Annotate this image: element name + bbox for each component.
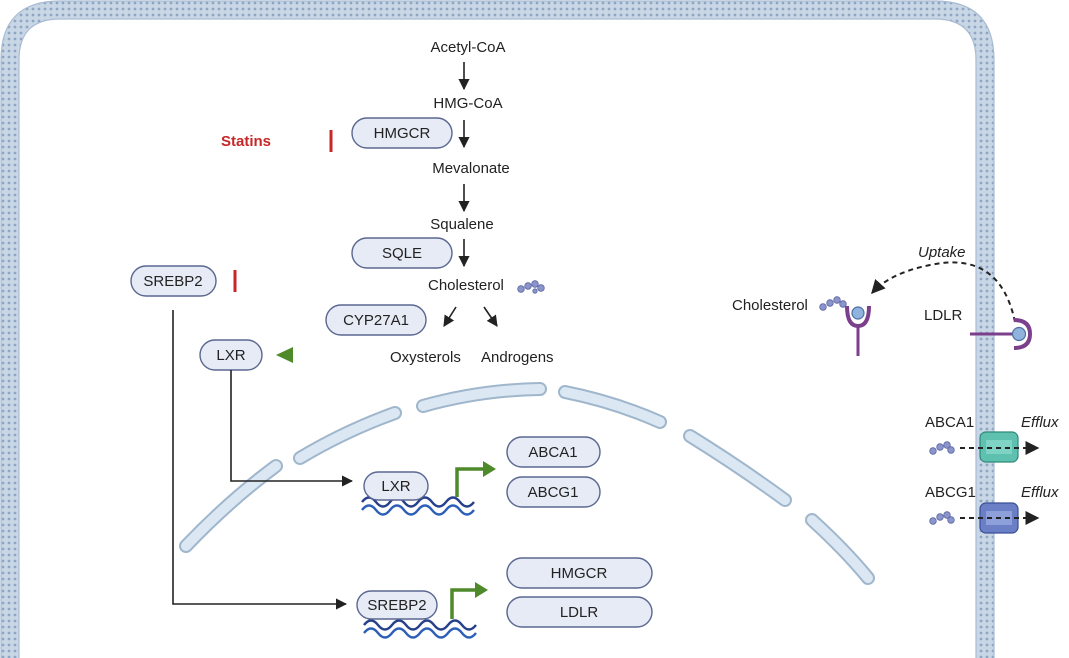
srebp2-nuclear-label: SREBP2 <box>367 597 426 614</box>
cholesterol-molecule-icon <box>517 280 545 294</box>
srebp2-nuclear-pill <box>356 590 438 620</box>
nuclear-envelope <box>179 382 875 585</box>
arrow-to-androgens <box>483 306 498 327</box>
lxr-dna-helix-icon <box>361 496 475 516</box>
srebp2-transcription-arrow <box>450 582 488 619</box>
lxr-nuclear-label: LXR <box>381 478 410 495</box>
efflux-1-label: Efflux <box>1021 414 1059 431</box>
statins-label: Statins <box>221 133 271 150</box>
uptake-label: Uptake <box>918 244 966 261</box>
ldlr-target-label: LDLR <box>560 604 599 621</box>
cholesterol-uptaken-label: Cholesterol <box>732 297 808 314</box>
ldlr-target-pill <box>506 596 653 628</box>
hmgcr-target-label: HMGCR <box>551 565 608 582</box>
ldlr-label: LDLR <box>924 307 963 324</box>
lxr-translocation-arrow <box>230 370 354 487</box>
oxysterols-activate-lxr <box>276 347 372 363</box>
membrane-ldlr-icon <box>970 318 1033 350</box>
abca1-cholesterol-molecule-icon <box>929 441 955 455</box>
uptake-arrow <box>871 261 1016 323</box>
arrow-to-oxysterols <box>443 306 457 327</box>
hmgcr-label: HMGCR <box>374 125 431 142</box>
oxysterols-label: Oxysterols <box>390 349 461 366</box>
sqle-pill <box>351 237 453 269</box>
pathway-arrows <box>443 62 498 327</box>
statins-inhibit-arrow <box>282 130 333 152</box>
srebp2-label: SREBP2 <box>143 273 202 290</box>
lxr-label: LXR <box>216 347 245 364</box>
sqle-label: SQLE <box>382 245 422 262</box>
srebp2-dna-helix-icon <box>363 619 477 639</box>
cholesterol-inhibits-srebp2 <box>233 270 410 292</box>
srebp2-translocation-arrow <box>172 310 348 610</box>
lxr-transcription-arrow <box>455 461 496 497</box>
hmgcr-pill <box>351 117 453 149</box>
hmgcr-target-pill <box>506 557 653 589</box>
abca1-label: ABCA1 <box>925 414 974 431</box>
abcg1-cholesterol-molecule-icon <box>929 511 955 525</box>
efflux-2-label: Efflux <box>1021 484 1059 501</box>
abca1-target-pill <box>506 436 601 468</box>
lxr-nuclear-pill <box>363 471 429 501</box>
androgens-label: Androgens <box>481 349 554 366</box>
cell-membrane <box>0 0 995 658</box>
abcg1-label: ABCG1 <box>925 484 976 501</box>
abca1-target-label: ABCA1 <box>528 444 577 461</box>
mevalonate-label: Mevalonate <box>432 160 510 177</box>
abcg1-target-pill <box>506 476 601 508</box>
srebp2-pill <box>130 265 217 297</box>
hmg-coa-label: HMG-CoA <box>433 95 502 112</box>
cholesterol-label: Cholesterol <box>428 277 504 294</box>
acetyl-coa-label: Acetyl-CoA <box>430 39 505 56</box>
abcg1-target-label: ABCG1 <box>528 484 579 501</box>
squalene-label: Squalene <box>430 216 493 233</box>
cholesterol-uptaken-molecule-icon <box>819 296 847 311</box>
cyp27a1-label: CYP27A1 <box>343 312 409 329</box>
internalized-ldlr-icon <box>845 305 871 356</box>
cyp27a1-pill <box>325 304 427 336</box>
